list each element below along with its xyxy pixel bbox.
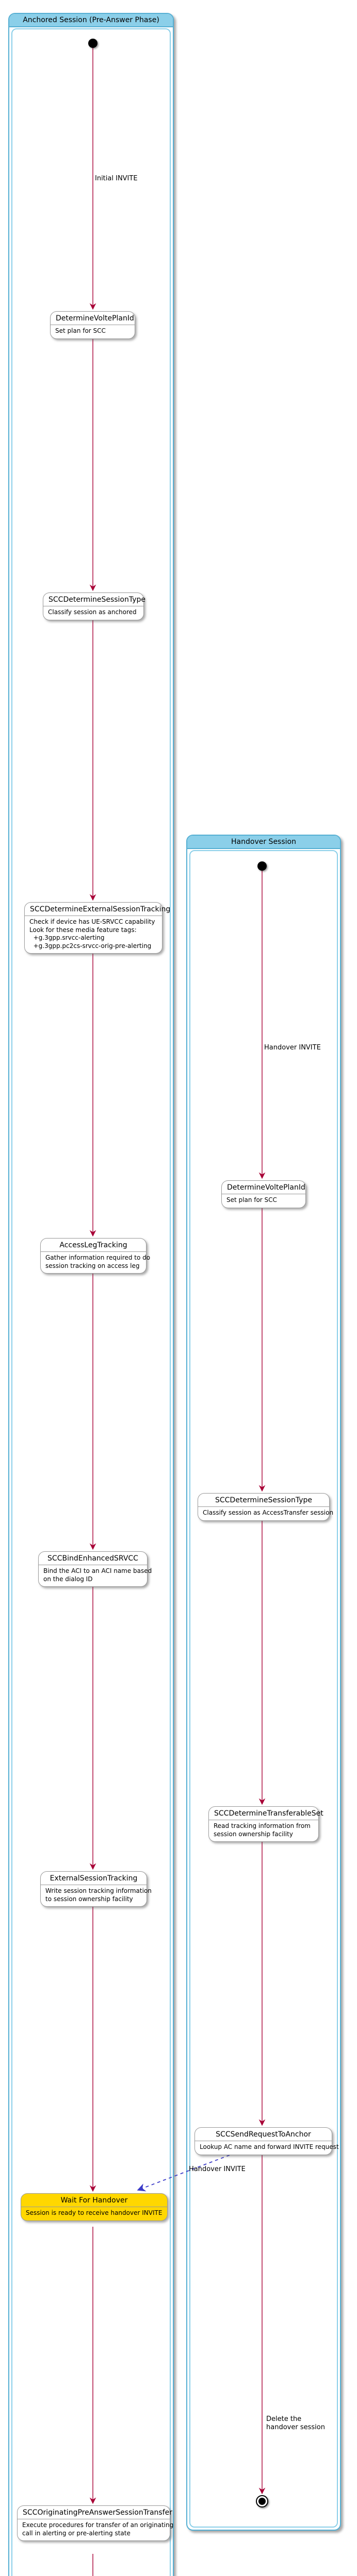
state-body-line: session ownership facility (214, 1830, 293, 1838)
frame-anchored-header: Anchored Session (Pre-Answer Phase) (9, 14, 173, 27)
state-body: Lookup AC name and forward INVITE reques… (195, 2141, 339, 2155)
initial-state-handover (257, 861, 267, 871)
state-body: Check if device has UE-SRVCC capability … (25, 916, 162, 953)
state-body-line: Session is ready to receive handover INV… (26, 2209, 163, 2216)
state-scc-determine-session-type-anchored: SCCDetermineSessionType Classify session… (43, 592, 145, 620)
state-title: SCCDetermineTransferableSet (209, 1807, 323, 1820)
state-body-line: Execute procedures for transfer of an or… (22, 2521, 174, 2529)
state-title: SCCDetermineSessionType (198, 1494, 329, 1507)
frame-handover-header: Handover Session (187, 836, 340, 849)
frame-anchored-inner-panel (11, 28, 171, 2576)
state-body-line: +g.3gpp.srvcc-alerting (29, 934, 105, 941)
state-body-line: Set plan for SCC (55, 327, 106, 334)
state-body-line: Read tracking information from (214, 1822, 311, 1829)
state-title: DetermineVoltePlanId (51, 312, 135, 325)
state-body-line: Classify session as anchored (48, 608, 137, 616)
state-body-line: Lookup AC name and forward INVITE reques… (200, 2143, 339, 2150)
state-title: SCCSendRequestToAnchor (195, 2128, 332, 2141)
state-body-line: Write session tracking information (45, 1887, 152, 1894)
state-body-line: +g.3gpp.pc2cs-srvcc-orig-pre-alerting (29, 942, 152, 950)
state-body-line: on the dialog ID (43, 1575, 93, 1583)
transition-label-delete-session-line2: handover session (266, 2424, 325, 2431)
state-body-line: Set plan for SCC (226, 1196, 277, 1204)
state-body: Classify session as AccessTransfer sessi… (198, 1507, 334, 1520)
state-body-line: Gather information required to do (45, 1254, 151, 1261)
state-body: Bind the ACI to an ACI name based on the… (39, 1565, 152, 1586)
state-body-line: to session ownership facility (45, 1895, 133, 1903)
state-body: Set plan for SCC (51, 325, 135, 338)
state-body-line: Bind the ACI to an ACI name based (43, 1567, 152, 1574)
state-scc-determine-session-type-handover: SCCDetermineSessionType Classify session… (198, 1493, 334, 1521)
state-title: AccessLegTracking (41, 1239, 146, 1252)
state-body: Classify session as anchored (43, 606, 143, 620)
frame-anchored-title: Anchored Session (Pre-Answer Phase) (23, 16, 159, 24)
state-title: SCCDetermineSessionType (43, 593, 145, 606)
frame-handover-session: Handover Session (186, 835, 341, 2531)
frame-handover-title: Handover Session (231, 838, 296, 846)
state-body-line: Look for these media feature tags: (29, 926, 137, 934)
state-title: DetermineVoltePlanId (222, 1181, 305, 1194)
state-title: SCCOriginatingPreAnswerSessionTransfer (18, 2506, 172, 2519)
state-scc-determine-transferable-set: SCCDetermineTransferableSet Read trackin… (208, 1806, 323, 1842)
state-scc-send-request-to-anchor: SCCSendRequestToAnchor Lookup AC name an… (194, 2127, 339, 2155)
state-scc-determine-external-session-tracking: SCCDetermineExternalSessionTracking Chec… (24, 902, 170, 954)
state-external-session-tracking: ExternalSessionTracking Write session tr… (40, 1871, 152, 1907)
state-body-line: Classify session as AccessTransfer sessi… (203, 1509, 334, 1516)
transition-label-handover-invite: Handover INVITE (264, 1044, 321, 1052)
transition-label-delete-session: Delete the handover session (266, 2415, 325, 2432)
state-body-line: call in alerting or pre-alerting state (22, 2529, 131, 2537)
state-scc-originating-pre-answer-session-transfer: SCCOriginatingPreAnswerSessionTransfer E… (17, 2505, 174, 2541)
state-title: Wait For Handover (21, 2194, 167, 2207)
state-body: Gather information required to do sessio… (41, 1252, 151, 1273)
transition-label-delete-session-line1: Delete the (266, 2415, 302, 2423)
final-state-handover (256, 2495, 268, 2507)
state-determine-volte-plan-id-anchored: DetermineVoltePlanId Set plan for SCC (50, 311, 135, 339)
initial-state-anchored (88, 39, 98, 48)
state-title: SCCBindEnhancedSRVCC (39, 1552, 147, 1565)
state-body: Read tracking information from session o… (209, 1820, 318, 1841)
transition-label-handover-invite-dashed: Handover INVITE (189, 2165, 246, 2173)
state-body: Execute procedures for transfer of an or… (18, 2519, 174, 2540)
state-body-line: session tracking on access leg (45, 1262, 140, 1269)
state-body: Set plan for SCC (222, 1194, 305, 1208)
state-access-leg-tracking: AccessLegTracking Gather information req… (40, 1238, 151, 1274)
state-title: ExternalSessionTracking (41, 1872, 147, 1885)
state-body: Write session tracking information to se… (41, 1885, 152, 1906)
frame-handover-inner-panel (189, 850, 338, 2528)
state-wait-for-handover: Wait For Handover Session is ready to re… (21, 2193, 168, 2221)
state-body: Session is ready to receive handover INV… (21, 2207, 167, 2221)
state-determine-volte-plan-id-handover: DetermineVoltePlanId Set plan for SCC (221, 1180, 306, 1208)
transition-label-initial-invite: Initial INVITE (95, 175, 138, 182)
state-title: SCCDetermineExternalSessionTracking (25, 903, 170, 916)
state-body-line: Check if device has UE-SRVCC capability (29, 918, 155, 925)
frame-anchored-session: Anchored Session (Pre-Answer Phase) (8, 13, 174, 2576)
state-scc-bind-enhanced-srvcc: SCCBindEnhancedSRVCC Bind the ACI to an … (38, 1551, 152, 1587)
